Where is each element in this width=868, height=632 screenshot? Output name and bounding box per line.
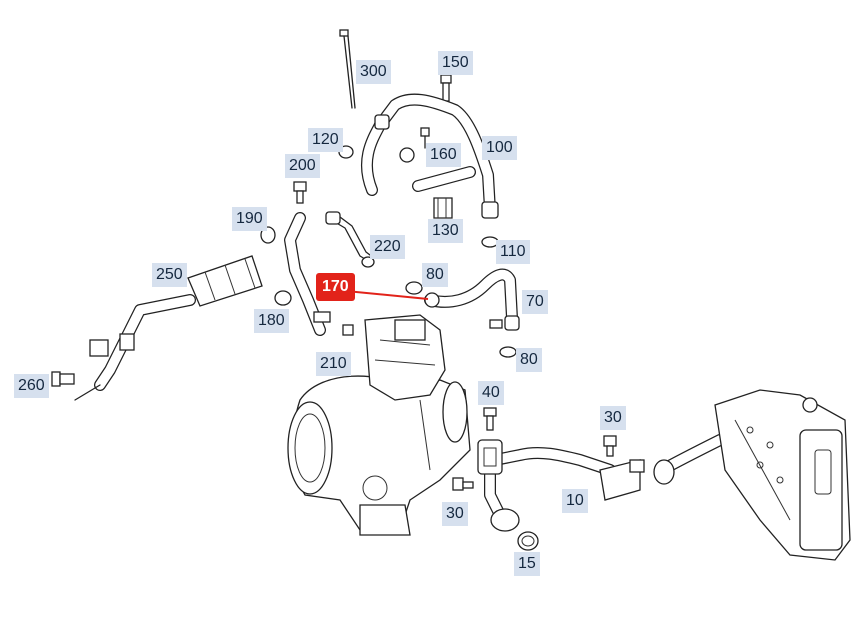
part-150-bolt[interactable]	[440, 74, 452, 102]
part-40-bolt[interactable]	[483, 407, 497, 431]
callout-200[interactable]: 200	[285, 154, 320, 178]
callout-80-upper[interactable]: 80	[422, 263, 448, 287]
part-30-bolt-upper[interactable]	[603, 435, 617, 457]
callout-210[interactable]: 210	[316, 352, 351, 376]
callout-10[interactable]: 10	[562, 489, 588, 513]
part-210-bolt[interactable]	[342, 324, 354, 336]
part-100-coolant-pipe[interactable]	[360, 93, 499, 219]
part-190-seal-ring[interactable]	[260, 226, 276, 244]
callout-100[interactable]: 100	[482, 136, 517, 160]
part-120-seal-ring[interactable]	[338, 145, 354, 159]
callout-150[interactable]: 150	[438, 51, 473, 75]
callout-170-selected[interactable]: 170	[316, 273, 355, 301]
part-10-egr-pipe[interactable]	[477, 434, 726, 532]
egr-cooler[interactable]	[714, 389, 851, 561]
part-15-seal-ring[interactable]	[517, 531, 539, 551]
callout-30-lower[interactable]: 30	[442, 502, 468, 526]
callout-250[interactable]: 250	[152, 263, 187, 287]
part-180-hose[interactable]	[274, 212, 331, 336]
callout-130[interactable]: 130	[428, 219, 463, 243]
part-260-bolt[interactable]	[51, 371, 75, 387]
callout-15[interactable]: 15	[514, 552, 540, 576]
part-130-clip[interactable]	[433, 197, 453, 219]
callout-180[interactable]: 180	[254, 309, 289, 333]
part-250-heat-shield[interactable]	[74, 255, 263, 401]
callout-30-upper[interactable]: 30	[600, 406, 626, 430]
turbocharger-assembly[interactable]	[287, 314, 471, 536]
callout-120[interactable]: 120	[308, 128, 343, 152]
part-30-bolt-lower[interactable]	[452, 477, 474, 491]
callout-190[interactable]: 190	[232, 207, 267, 231]
callout-70[interactable]: 70	[522, 290, 548, 314]
callout-220[interactable]: 220	[370, 235, 405, 259]
part-200-bolt[interactable]	[293, 181, 307, 204]
part-220-bracket[interactable]	[325, 211, 375, 268]
callout-260[interactable]: 260	[14, 374, 49, 398]
part-170-hose[interactable]	[405, 268, 520, 358]
callout-40[interactable]: 40	[478, 381, 504, 405]
part-160-screw[interactable]	[399, 127, 430, 163]
callout-160[interactable]: 160	[426, 143, 461, 167]
part-300-long-bolt[interactable]	[339, 29, 356, 109]
callout-300[interactable]: 300	[356, 60, 391, 84]
callout-80-lower[interactable]: 80	[516, 348, 542, 372]
callout-110[interactable]: 110	[496, 240, 530, 264]
leader-line-170	[345, 290, 429, 300]
